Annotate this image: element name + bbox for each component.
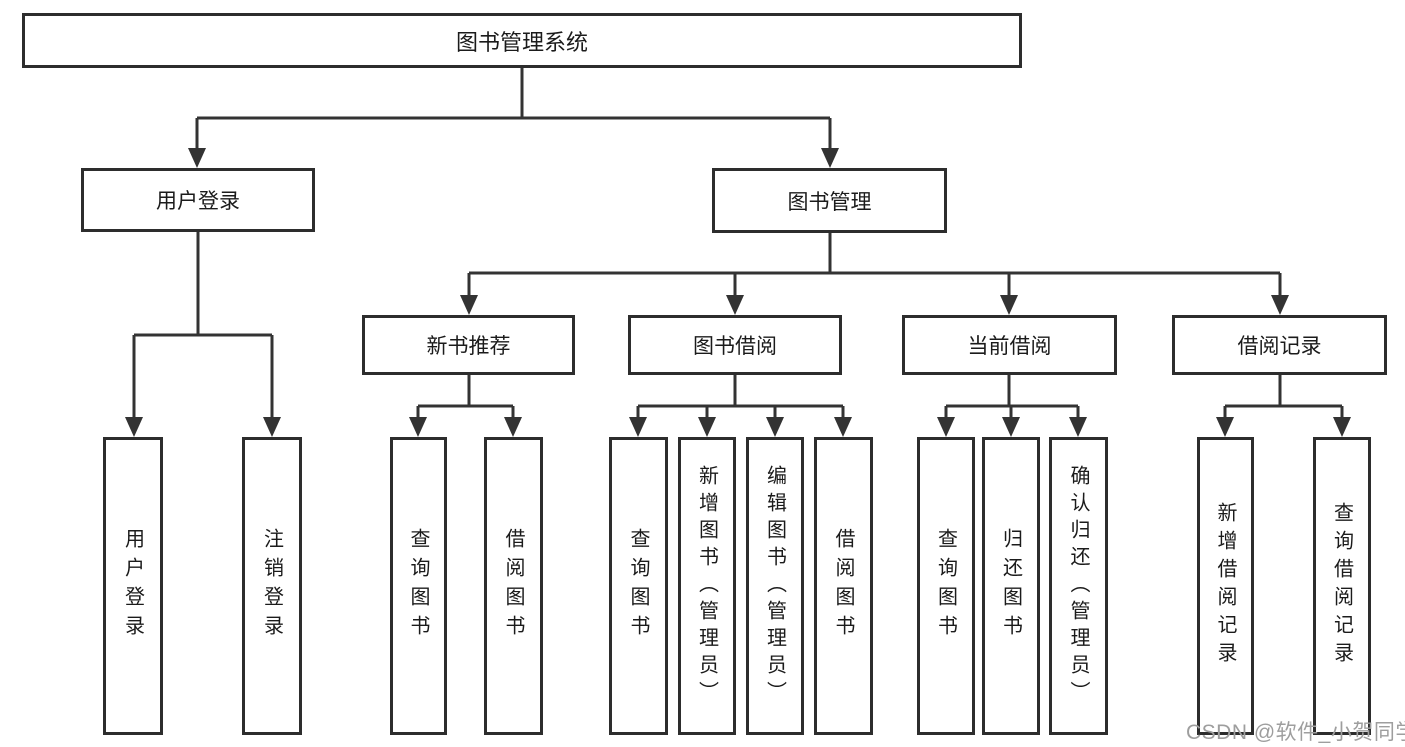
leaf-add-book-admin: 新增图书（管理员） — [678, 437, 736, 735]
leaf-user-login: 用户登录 — [103, 437, 163, 735]
leaf-query-books-borrowing: 查询图书 — [609, 437, 668, 735]
node-borrowing-records: 借阅记录 — [1172, 315, 1387, 375]
node-book-management: 图书管理 — [712, 168, 947, 233]
leaf-query-borrow-record: 查询借阅记录 — [1313, 437, 1371, 735]
node-new-book-recommend: 新书推荐 — [362, 315, 575, 375]
leaf-add-borrow-record: 新增借阅记录 — [1197, 437, 1254, 735]
leaf-edit-book-admin: 编辑图书（管理员） — [746, 437, 804, 735]
leaf-borrow-books: 借阅图书 — [814, 437, 873, 735]
node-book-borrowing: 图书借阅 — [628, 315, 842, 375]
leaf-logout: 注销登录 — [242, 437, 302, 735]
leaf-confirm-return-admin: 确认归还（管理员） — [1049, 437, 1108, 735]
leaf-query-books-recommend: 查询图书 — [390, 437, 447, 735]
leaf-return-books: 归还图书 — [982, 437, 1040, 735]
csdn-watermark: CSDN @软件_小贺同学 — [1186, 721, 1405, 744]
leaf-query-books-current: 查询图书 — [917, 437, 975, 735]
leaf-borrow-books-recommend: 借阅图书 — [484, 437, 543, 735]
node-library-system: 图书管理系统 — [22, 13, 1022, 68]
node-user-login: 用户登录 — [81, 168, 315, 232]
node-current-borrowing: 当前借阅 — [902, 315, 1117, 375]
